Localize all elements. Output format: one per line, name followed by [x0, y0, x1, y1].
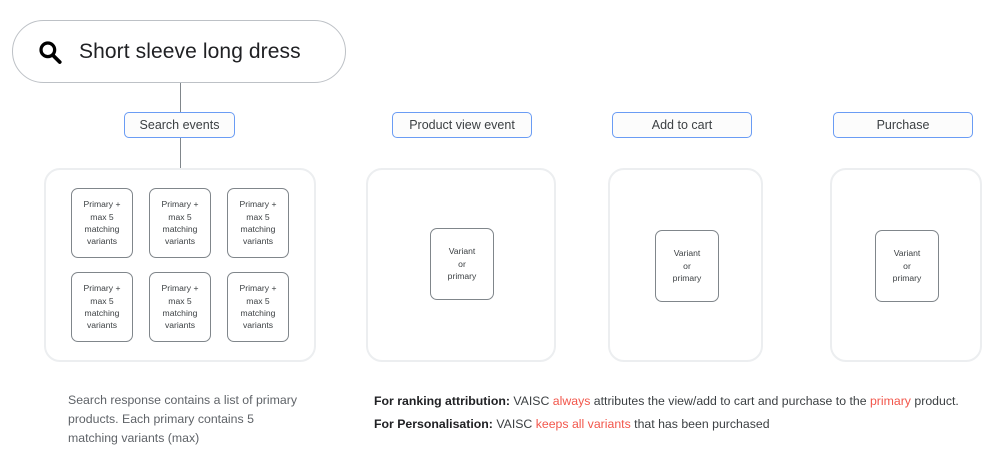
search-query-text: Short sleeve long dress	[79, 40, 301, 63]
ranking-attribution-highlight-primary: primary	[869, 394, 911, 408]
ranking-attribution-label: For ranking attribution:	[374, 394, 510, 408]
personalisation-part2: that has been purchased	[630, 417, 770, 431]
ranking-attribution-part3: product.	[910, 394, 959, 408]
stage-label-text: Product view event	[409, 118, 515, 132]
personalisation-highlight: keeps all variants	[535, 417, 631, 431]
search-response-caption-text: Search response contains a list of prima…	[68, 393, 297, 446]
connector-line-top	[180, 83, 181, 113]
personalisation-label: For Personalisation:	[374, 417, 493, 431]
ranking-attribution-part2: attributes the view/add to cart and purc…	[590, 394, 870, 408]
search-response-caption: Search response contains a list of prima…	[68, 391, 298, 448]
ranking-attribution-part1: VAISC	[509, 394, 553, 408]
personalisation-part1: VAISC	[492, 417, 536, 431]
ranking-attribution-note: For ranking attribution: VAISC always at…	[374, 392, 959, 410]
stage-label-text: Search events	[139, 118, 220, 132]
stage-label-text: Purchase	[876, 118, 930, 132]
personalisation-note: For Personalisation: VAISC keeps all var…	[374, 415, 770, 433]
stage-label-search-events[interactable]: Search events	[124, 112, 235, 138]
stage-label-product-view-event[interactable]: Product view event	[392, 112, 532, 138]
search-bar[interactable]: Short sleeve long dress	[12, 20, 346, 83]
stage-label-text: Add to cart	[651, 118, 713, 132]
stage-label-add-to-cart[interactable]: Add to cart	[612, 112, 752, 138]
stage-label-purchase[interactable]: Purchase	[833, 112, 973, 138]
connector-line-bottom	[180, 138, 181, 170]
ranking-attribution-highlight-always: always	[552, 394, 591, 408]
search-icon	[39, 40, 62, 64]
